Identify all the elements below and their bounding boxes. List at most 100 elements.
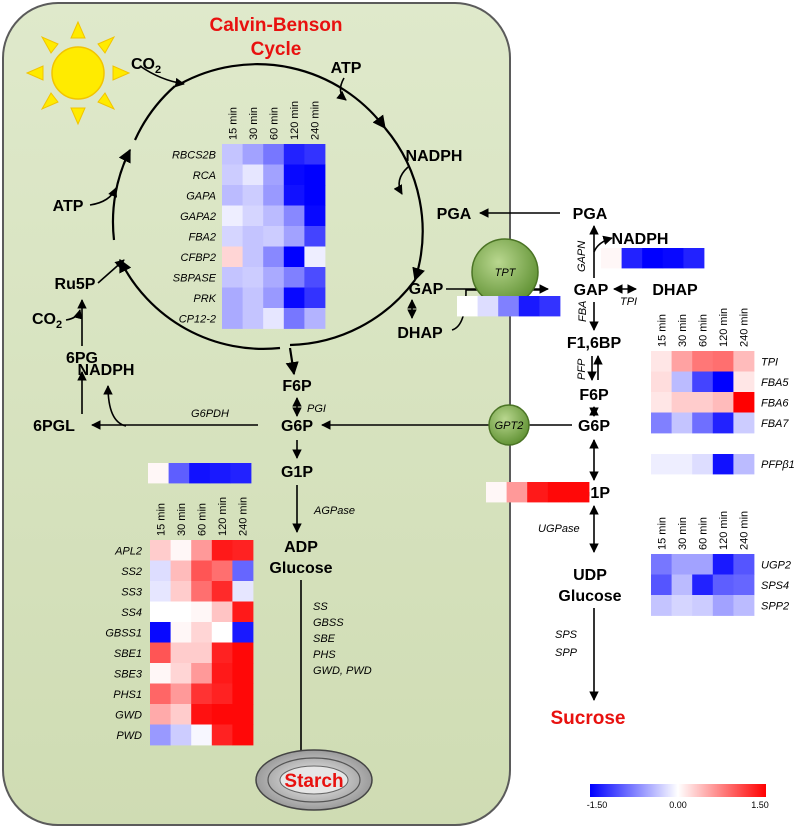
heatmap-cell [263,185,285,206]
udp-glucose-label: Glucose [558,588,621,605]
gene-label: GBSS1 [105,627,142,639]
gene-label: SS3 [121,586,143,598]
heatmap-cell [733,371,755,393]
tpi-label: TPI [620,296,637,308]
heatmap-cell [222,226,243,247]
heatmap-cell [651,392,672,413]
sun-icon [25,20,131,126]
heatmap-cell [601,248,622,269]
time-label: 240 min [310,101,322,140]
heatmap-cell [170,663,192,684]
gene-label: SPS4 [761,580,789,592]
gene-label: TPI [761,356,778,368]
heatmap-cell [651,574,672,596]
heatmap-cell [191,581,213,602]
gene-label: FBA6 [761,397,789,409]
heatmap-cell [671,392,693,413]
gene-label: SPP2 [761,600,789,612]
heatmap-cell [242,144,264,165]
heatmap-cell [712,392,734,413]
heatmap-cell [263,205,285,227]
heatmap-cell [232,601,254,623]
heatmap-cell [547,482,569,503]
heatmap-cell [191,704,213,725]
nadph-left-label: NADPH [78,362,135,379]
pgi-label: PGI [307,403,326,415]
gapn-label: GAPN [576,241,588,272]
heatmap-cell [150,663,171,684]
heatmap-cell [486,482,507,503]
heatmap-cell [232,540,254,561]
heatmap-cell [150,704,171,725]
gapn-heatmap [601,248,705,269]
gap-cyto-label: GAP [574,282,609,299]
scale-mid-label: 0.00 [669,800,687,810]
heatmap-cell [242,226,264,247]
heatmap-cell [211,724,233,746]
f16bp-label: F1,6BP [567,335,622,352]
heatmap-cell [283,144,305,165]
g1p-plastid-label: G1P [281,464,313,481]
heatmap-cell [232,581,254,602]
heatmap-cell [642,248,664,269]
heatmap-cell [733,595,755,616]
calvin-heatmap: RBCS2BRCAGAPAGAPA2FBA2CFBP2SBPASEPRKCP12… [172,101,326,329]
heatmap-cell [283,205,305,227]
heatmap-cell [671,574,693,596]
heatmap-cell [170,540,192,561]
heatmap-cell [671,454,693,475]
heatmap-cell [304,308,326,329]
gene-label: SS4 [121,607,142,619]
atp-top-label: ATP [331,60,362,77]
time-label: 15 min [227,107,239,140]
ru5p-arrow [97,259,125,284]
heatmap-cell [191,642,213,664]
time-label: 30 min [677,517,689,550]
heatmap-cell [189,463,211,484]
spp-label: SPP [555,647,578,659]
heatmap-cell [671,412,693,434]
agpase-label: AGPase [313,505,355,517]
gene-label: CP12-2 [179,313,216,325]
heatmap-cell [191,663,213,684]
heatmap-cell [170,622,192,643]
adp-label: ADP [284,539,318,556]
heatmap-cell [211,601,233,623]
heatmap-cell [222,205,243,227]
heatmap-cell [222,144,243,165]
gpt2-heatmap [486,482,590,503]
color-scale-bar [590,784,766,797]
heatmap-cell [232,683,254,705]
g6pdh-label: G6PDH [191,408,229,420]
g6p-cyto-label: G6P [578,418,610,435]
g6pdh-heatmap [148,463,252,484]
starch-enzyme: SBE [313,633,336,645]
gap-plastid-heatmap [457,296,561,317]
heatmap-cell [222,267,243,288]
heatmap-cell [304,246,326,268]
heatmap-cell [733,351,755,372]
heatmap-cell [712,554,734,575]
heatmap-cell [242,287,264,309]
heatmap-cell [692,392,714,413]
heatmap-cell [477,296,499,317]
dhap-plastid-label: DHAP [397,325,443,342]
heatmap-cell [283,246,305,268]
heatmap-cell [712,454,734,475]
heatmap-cell [692,574,714,596]
gene-label: GWD [115,709,142,721]
time-label: 120 min [718,511,730,550]
nadph-cyto-arrow [593,235,613,253]
heatmap-cell [527,482,549,503]
heatmap-cell [222,185,243,206]
ugpase-label: UGPase [538,523,580,535]
atp-left-arrow [89,187,118,206]
heatmap-cell [150,581,171,602]
heatmap-cell [232,642,254,664]
starch-enzyme: GWD, PWD [313,665,372,677]
heatmap-cell [283,226,305,247]
heatmap-cell [232,704,254,725]
gene-label: GAPA [186,190,216,202]
heatmap-cell [539,296,561,317]
